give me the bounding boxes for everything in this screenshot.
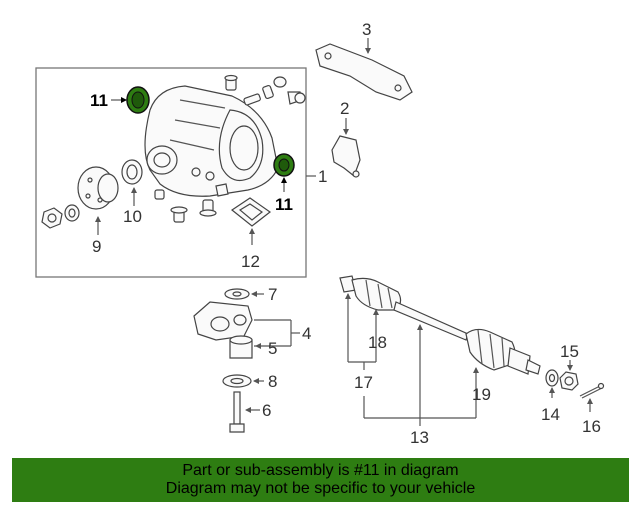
- banner-line-1: Part or sub-assembly is #11 in diagram: [182, 462, 459, 479]
- bracket-2: [331, 135, 361, 178]
- callout-8: 8: [268, 372, 277, 391]
- banner-line-2: Diagram may not be specific to your vehi…: [165, 480, 476, 497]
- bushing-5: [229, 335, 253, 359]
- highlight-banner: Part or sub-assembly is #11 in diagram D…: [12, 458, 629, 502]
- callout-10: 10: [123, 207, 142, 226]
- callout-14: 14: [541, 405, 560, 424]
- axle-shaft-13: [339, 275, 541, 375]
- callout-16: 16: [582, 417, 601, 436]
- flange-9: [41, 166, 119, 229]
- callout-3: 3: [362, 20, 371, 39]
- mount-4: [193, 301, 253, 341]
- callout-7: 7: [268, 285, 277, 304]
- seal-10: [121, 159, 143, 185]
- callout-11-lower: 11: [275, 195, 293, 214]
- callout-18: 18: [368, 333, 387, 352]
- callout-13: 13: [410, 428, 429, 447]
- callout-15: 15: [560, 342, 579, 361]
- bolt-6: [229, 391, 245, 433]
- differential-housing: [144, 85, 279, 197]
- callout-19: 19: [472, 385, 491, 404]
- washer-8: [222, 374, 252, 388]
- callout-2: 2: [340, 99, 349, 118]
- callout-9: 9: [92, 237, 101, 256]
- callout-12: 12: [241, 252, 260, 271]
- callout-5: 5: [268, 339, 277, 358]
- callout-17: 17: [354, 373, 373, 392]
- callout-1: 1: [318, 167, 327, 186]
- assembly-box: [35, 67, 307, 278]
- gasket-12: [230, 197, 272, 227]
- seal-11-upper: [126, 86, 150, 114]
- washer-14: [545, 369, 559, 387]
- cotter-pin-16: [579, 382, 605, 399]
- callout-11-upper: 11: [90, 91, 108, 110]
- housing-fasteners: [224, 74, 306, 106]
- callout-4: 4: [302, 324, 311, 343]
- washer-7: [224, 288, 250, 300]
- drain-plugs: [154, 183, 229, 223]
- bracket-3: [315, 43, 413, 101]
- callout-6: 6: [262, 401, 271, 420]
- seal-11-lower: [273, 153, 295, 177]
- nut-15: [559, 371, 579, 391]
